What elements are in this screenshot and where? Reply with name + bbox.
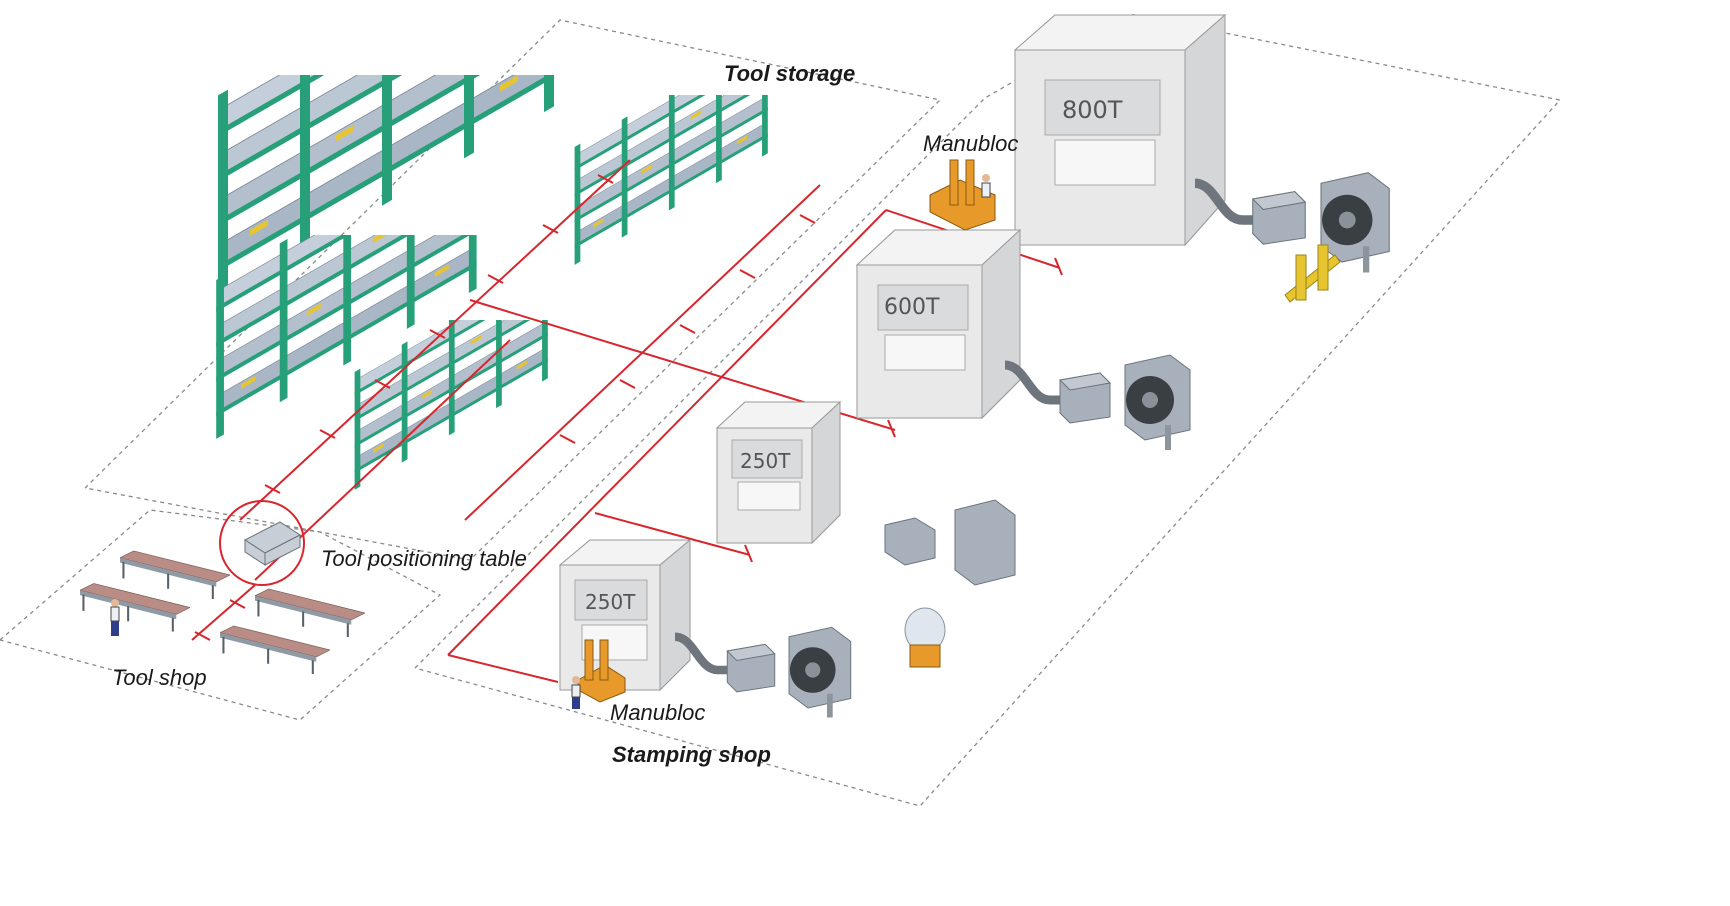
press-600t-label: 600T — [884, 295, 940, 320]
press-250t-lower: 250T — [558, 538, 692, 692]
tool-positioning-table — [244, 521, 301, 566]
stamping-shop-zone — [414, 13, 1562, 807]
press-800t: 800T — [1013, 13, 1227, 247]
press-250t-upper: 250T — [715, 400, 842, 545]
manubloc-vehicle-top — [929, 159, 996, 231]
press-250t-lower-label: 250T — [585, 590, 636, 614]
tool-shop-zone — [0, 509, 442, 721]
tool-shop-benches — [80, 550, 365, 675]
bench-1 — [120, 550, 230, 600]
route-tick-marks — [194, 174, 1063, 641]
worker-figure — [110, 599, 120, 636]
tool-positioning-circle — [219, 500, 305, 586]
route-tool-shop — [191, 584, 256, 641]
press-250t-upper-label: 250T — [740, 449, 791, 473]
rack-row-4 — [354, 320, 549, 491]
route-storage-main — [239, 159, 631, 521]
tool-storage-zone — [84, 19, 942, 561]
tool-storage-label: Tool storage — [724, 61, 856, 86]
press-800t-label: 800T — [1062, 96, 1123, 124]
idle-coil-equipment — [884, 499, 1016, 586]
route-to-stamping — [447, 654, 559, 683]
manubloc-vehicle-bottom — [571, 639, 626, 709]
manubloc-bottom-label: Manubloc — [610, 700, 706, 725]
route-to-250t — [594, 512, 751, 556]
manubloc-top-label: Manubloc — [923, 131, 1019, 156]
yellow-loader — [1284, 244, 1341, 303]
rack-row-1 — [217, 75, 555, 301]
transport-routes — [191, 159, 1063, 683]
zone-outlines — [0, 13, 1562, 807]
tool-storage-racks — [215, 75, 769, 491]
tool-positioning-table-label: Tool positioning table — [321, 546, 527, 571]
route-main-trunk — [447, 209, 887, 656]
coil-line-600t — [1005, 355, 1190, 450]
tool-shop-label: Tool shop — [112, 665, 207, 690]
small-manubloc — [904, 607, 946, 668]
bench-2 — [80, 582, 190, 633]
press-600t: 600T — [855, 228, 1022, 420]
bench-3 — [255, 588, 365, 638]
bench-4 — [220, 625, 330, 675]
stamping-shop-label: Stamping shop — [612, 742, 771, 767]
